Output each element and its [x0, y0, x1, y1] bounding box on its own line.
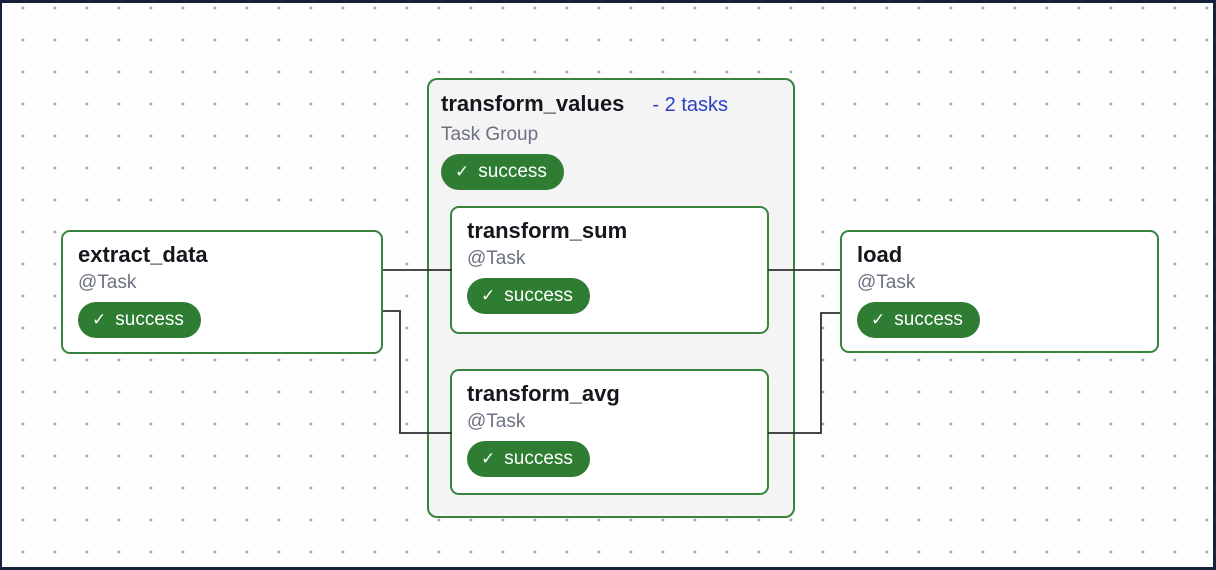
- status-label: success: [504, 448, 573, 470]
- task-node-extract-data[interactable]: extract_data @Task ✓ success: [61, 230, 383, 354]
- task-group-type-label: Task Group: [441, 123, 539, 145]
- task-title: load: [857, 242, 903, 267]
- status-badge: ✓ success: [467, 441, 590, 478]
- task-node-transform-sum[interactable]: transform_sum @Task ✓ success: [450, 206, 769, 334]
- check-icon: ✓: [481, 449, 496, 469]
- check-icon: ✓: [92, 310, 107, 330]
- task-title: transform_avg: [467, 381, 620, 406]
- task-group-header: transform_values - 2 tasks: [441, 90, 781, 118]
- check-icon: ✓: [455, 162, 470, 182]
- task-title: transform_sum: [467, 218, 628, 243]
- task-title: extract_data: [78, 242, 208, 267]
- task-type-label: @Task: [78, 271, 137, 293]
- status-badge: ✓ success: [441, 154, 564, 191]
- collapse-group-button[interactable]: - 2 tasks: [652, 94, 728, 116]
- status-label: success: [504, 285, 573, 307]
- status-badge: ✓ success: [78, 302, 201, 339]
- status-label: success: [478, 161, 547, 183]
- task-type-label: @Task: [467, 410, 526, 432]
- task-node-load[interactable]: load @Task ✓ success: [840, 230, 1159, 353]
- status-label: success: [894, 309, 963, 331]
- check-icon: ✓: [871, 310, 886, 330]
- task-node-transform-avg[interactable]: transform_avg @Task ✓ success: [450, 369, 769, 495]
- task-group-title: transform_values: [441, 91, 625, 116]
- status-badge: ✓ success: [467, 278, 590, 315]
- status-label: success: [115, 309, 184, 331]
- task-type-label: @Task: [857, 271, 916, 293]
- task-type-label: @Task: [467, 247, 526, 269]
- task-group-transform-values[interactable]: transform_values - 2 tasks Task Group ✓ …: [427, 78, 795, 518]
- status-badge: ✓ success: [857, 302, 980, 339]
- check-icon: ✓: [481, 286, 496, 306]
